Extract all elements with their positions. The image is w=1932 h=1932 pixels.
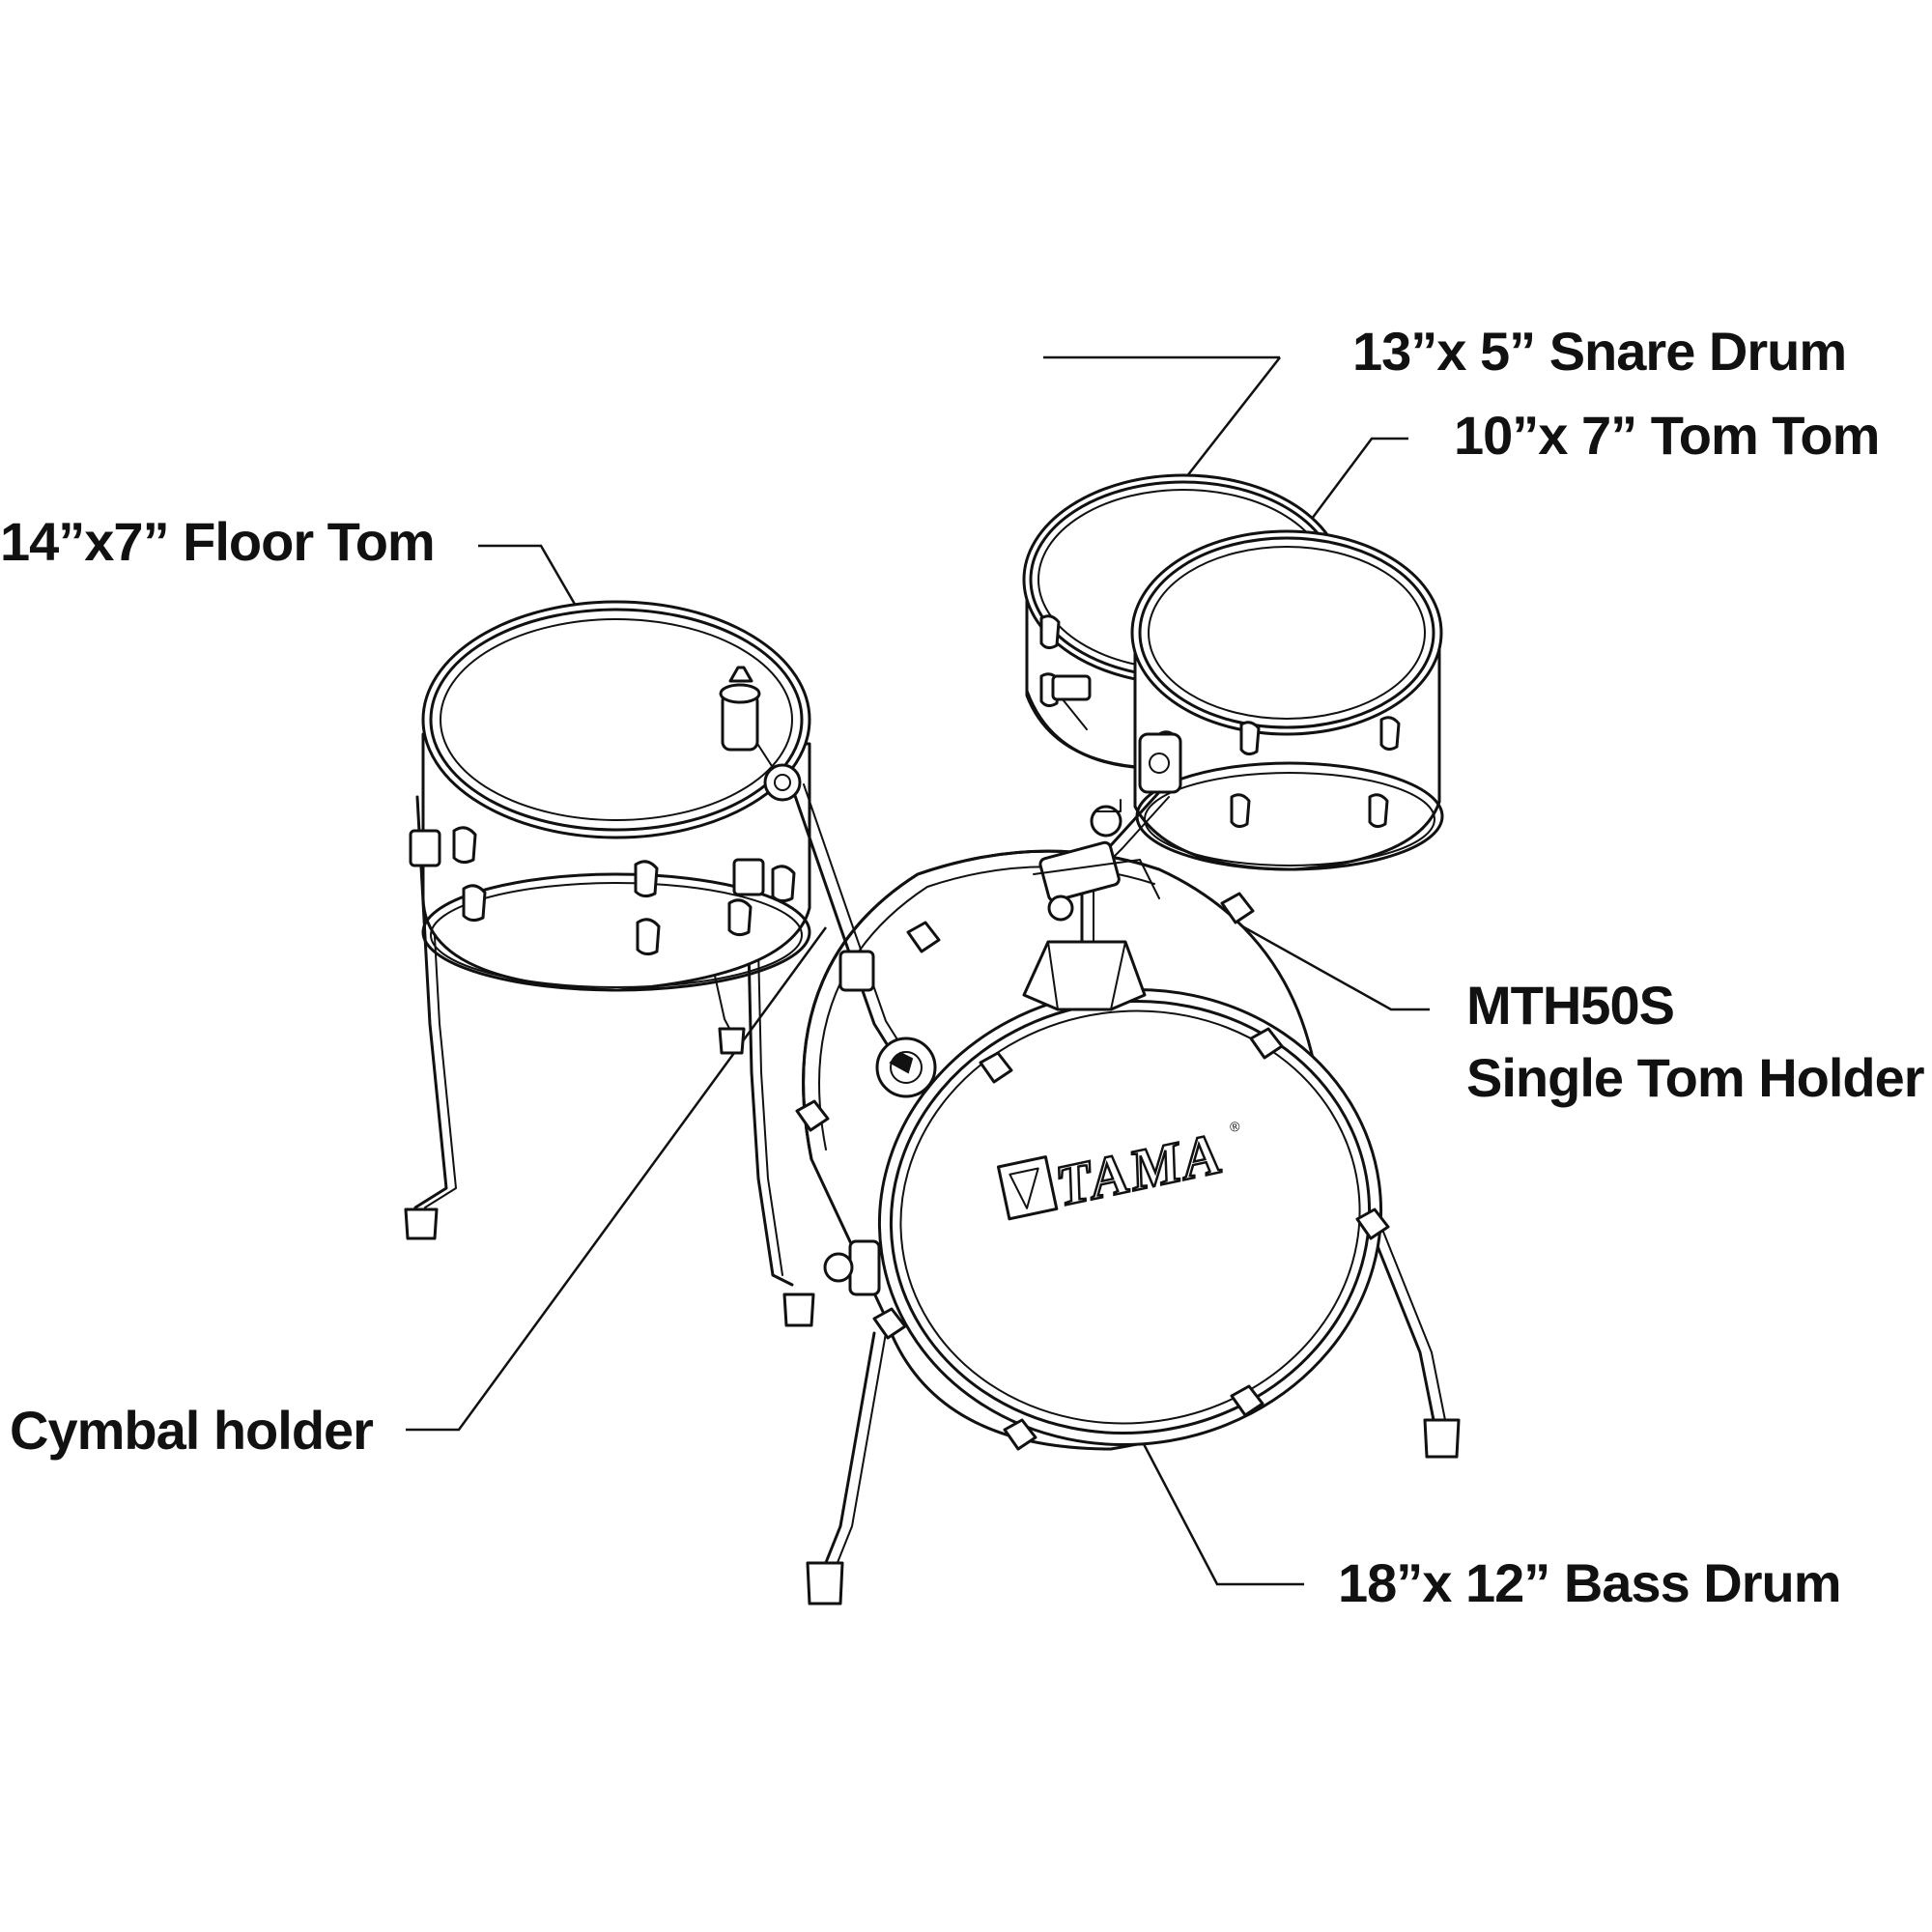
bass-spur-foot-right <box>1423 1418 1461 1459</box>
cymbal-holder-wingnut <box>728 666 753 683</box>
floor-tom-lugs <box>452 826 796 956</box>
label-tom-holder-name: Single Tom Holder <box>1466 1047 1924 1108</box>
floor-tom-leg-right <box>745 863 794 1287</box>
bass-spur-right-2 <box>1382 1231 1447 1426</box>
cymbal-leader <box>406 926 828 1432</box>
floor-tom-bracket-left <box>409 829 441 867</box>
floor-tom-bracket-right <box>732 858 765 896</box>
bass-leader <box>1109 1380 1304 1586</box>
label-cymbal-holder: Cymbal holder <box>10 1400 373 1461</box>
tom-holder-tkey <box>1090 805 1122 838</box>
tom-top-hoop <box>1138 536 1435 729</box>
cymbal-holder-joint <box>838 950 875 992</box>
snare-lugs <box>1039 614 1092 730</box>
floor-tom <box>404 600 815 1327</box>
bass-drum-claws <box>795 892 1390 1451</box>
tom-mount-bracket <box>1138 732 1182 794</box>
bass-drum: TAMA ® <box>795 849 1461 1605</box>
tom-holder-base-shadow <box>1047 941 1126 1010</box>
leader-lines <box>406 355 1430 1586</box>
bass-spur-foot-left <box>806 1561 844 1605</box>
tom-holder-knob <box>1047 895 1074 922</box>
floor-tom-bottom-hoop <box>421 872 811 992</box>
tom-tom <box>1130 529 1444 871</box>
callout-labels: 13”x 5” Snare Drum 10”x 7” Tom Tom 14”x7… <box>0 321 1925 1613</box>
tom-head-inner <box>1148 546 1426 720</box>
floor-tom-head <box>421 600 811 839</box>
bass-spur-bracket <box>848 1239 881 1296</box>
label-tom-tom: 10”x 7” Tom Tom <box>1454 405 1879 466</box>
floor-tom-bottom-hoop-inner <box>430 882 803 988</box>
cymbal-holder <box>719 666 937 1098</box>
cymbal-holder-clamp-knob <box>763 763 802 802</box>
floor-tom-top-hoop <box>429 608 804 832</box>
floor-tom-foot-right <box>782 1293 815 1327</box>
label-tom-holder-model: MTH50S <box>1466 975 1674 1036</box>
label-floor-tom: 14”x7” Floor Tom <box>0 511 435 572</box>
tama-logo-emblem <box>996 1155 1059 1221</box>
snare-bottom-hoop <box>1025 689 1147 770</box>
tom-bottom-hoop-inner <box>1144 772 1435 867</box>
bass-drum-front-head-inner <box>899 1009 1361 1425</box>
floor-tom-foot-left <box>404 1208 439 1240</box>
floor-tom-leg-back <box>714 975 733 1035</box>
bass-spur-right <box>1370 1230 1436 1427</box>
tom-holder-base <box>1022 940 1147 1011</box>
bass-spur-left-2 <box>834 1332 887 1571</box>
cymbal-holder-felt <box>719 683 761 704</box>
bass-spur-knob <box>823 1252 854 1283</box>
floor-tom-foot-back <box>718 1027 746 1055</box>
tama-logo-registered: ® <box>1229 1118 1242 1135</box>
tom-holder-base-plate <box>1033 859 1160 899</box>
bass-spur-left <box>821 1331 876 1572</box>
label-bass-drum: 18”x 12” Bass Drum <box>1338 1552 1841 1613</box>
floor-tom-head-inner <box>440 618 793 821</box>
label-snare-drum: 13”x 5” Snare Drum <box>1352 321 1846 382</box>
tom-head <box>1130 529 1443 736</box>
single-tom-holder <box>1033 790 1170 944</box>
